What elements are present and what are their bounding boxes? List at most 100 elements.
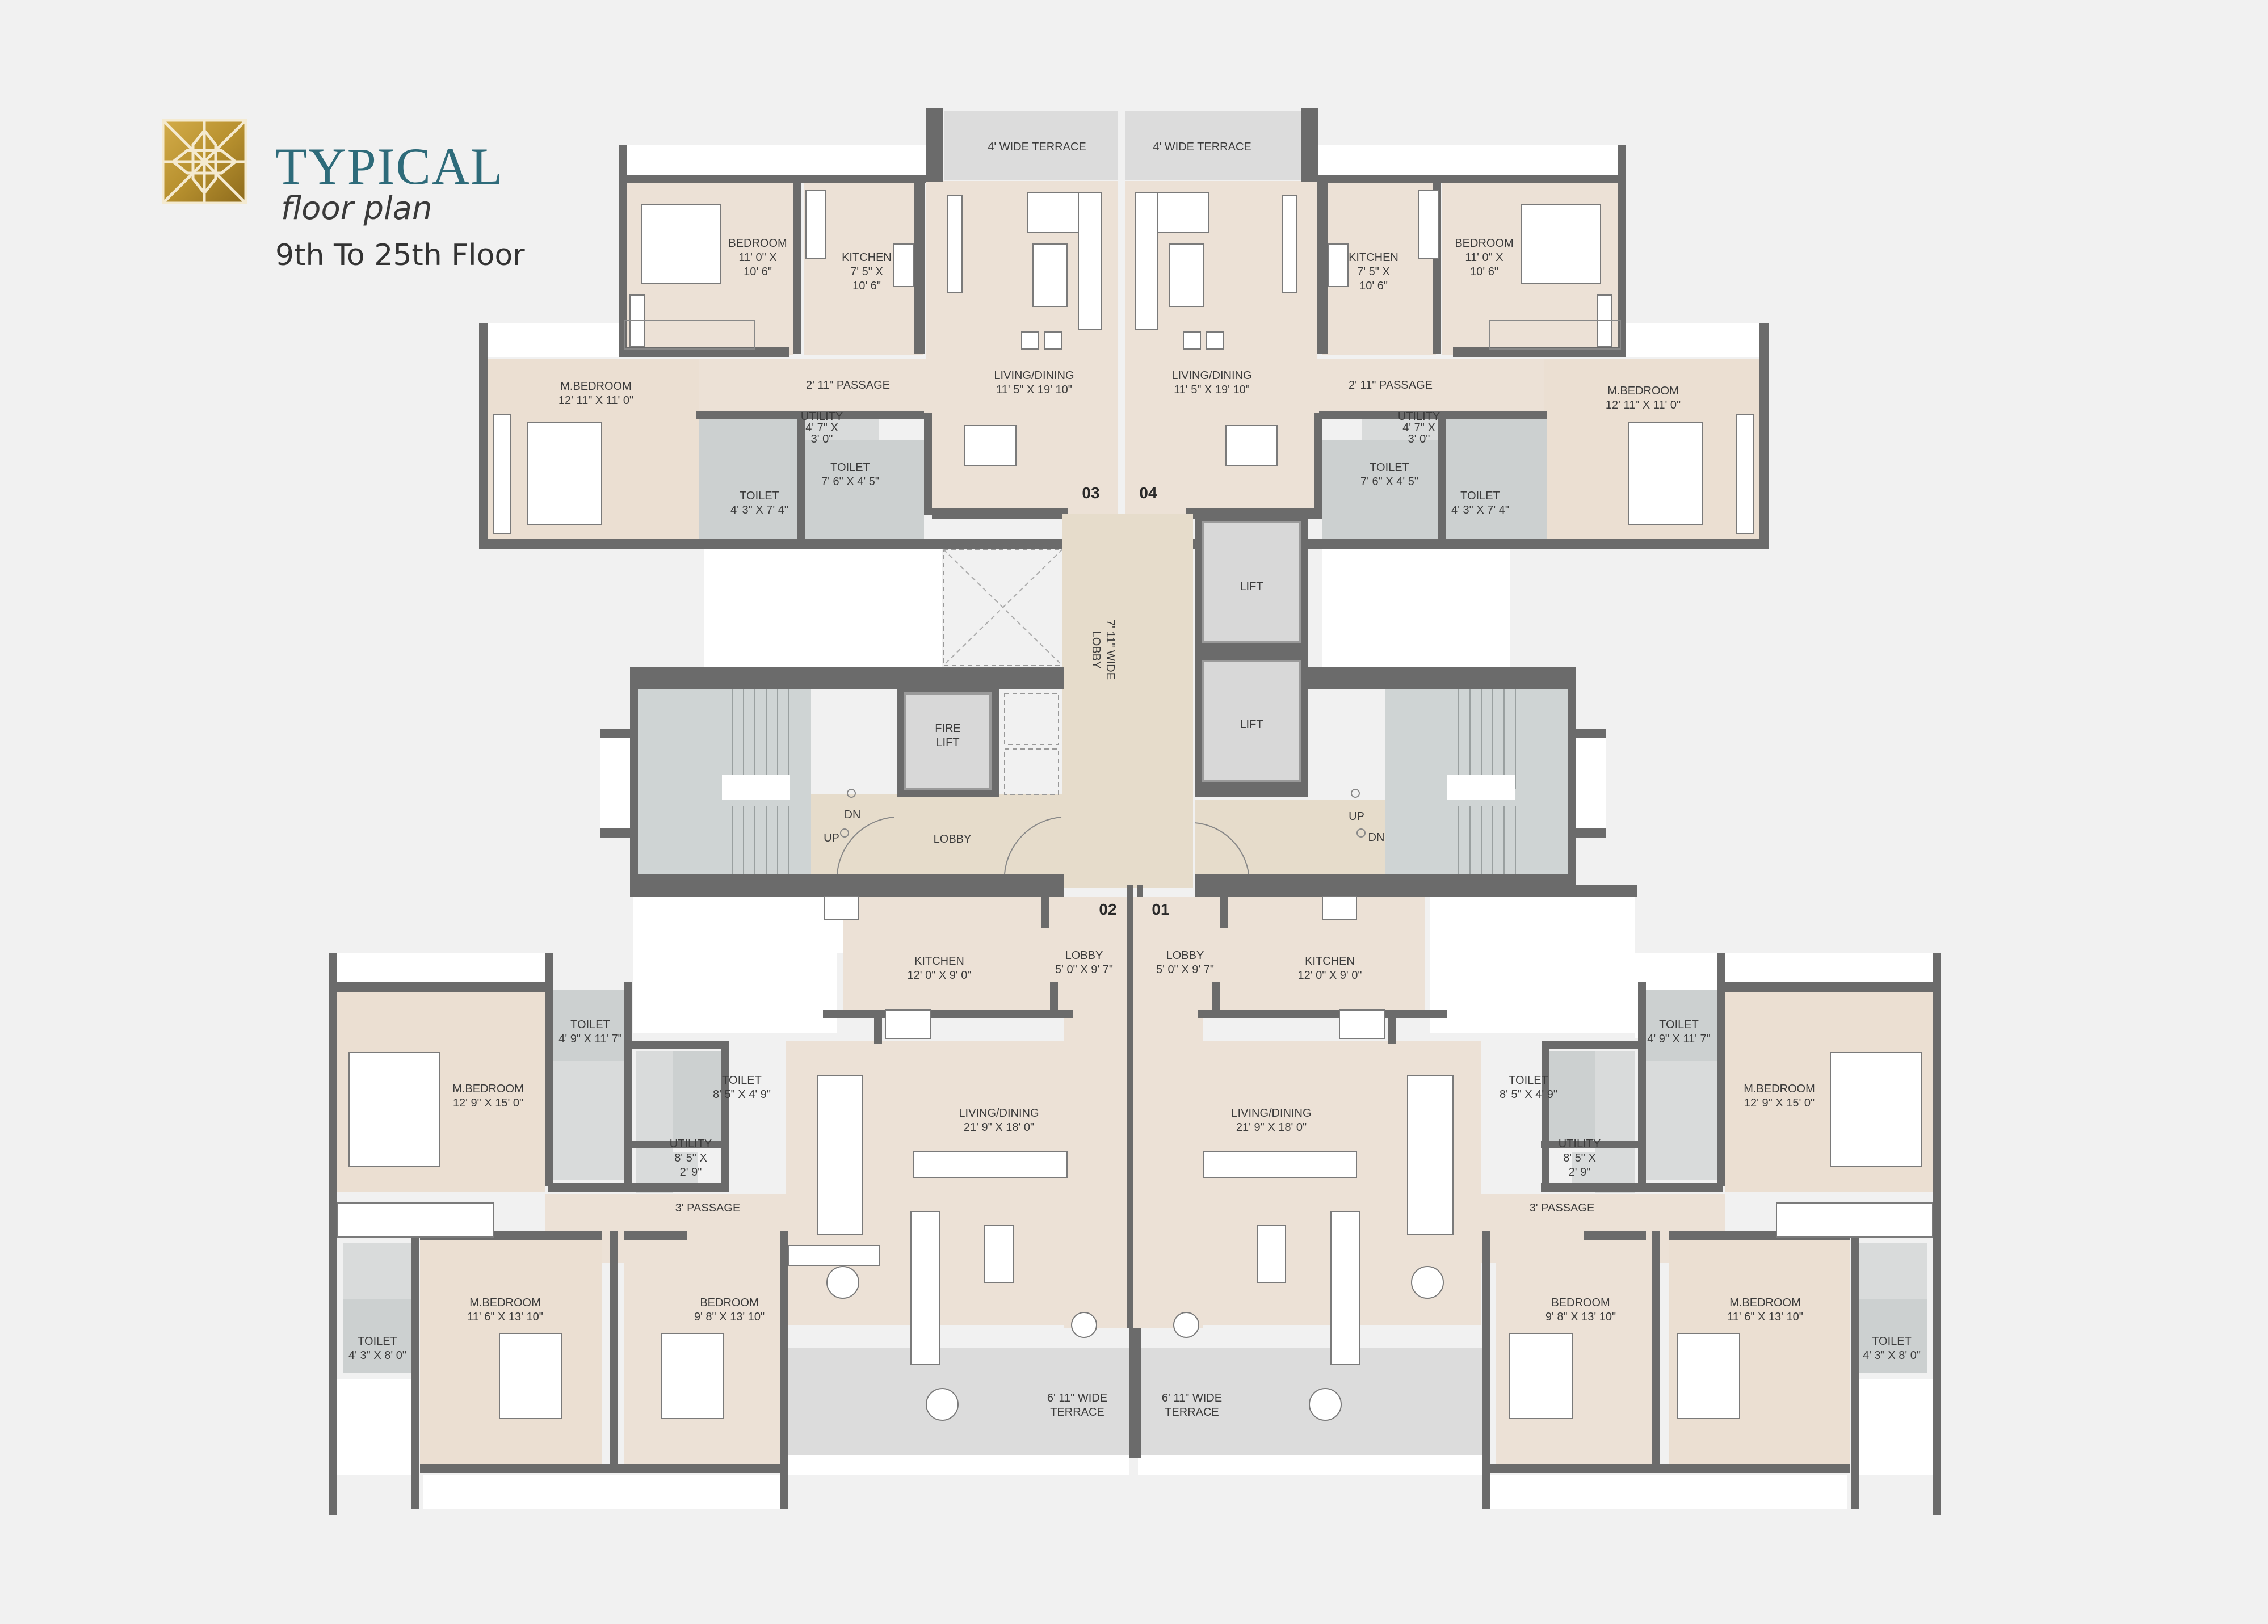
- toilet-01c-name: TOILET: [1872, 1335, 1912, 1348]
- lift-1: [1202, 521, 1301, 643]
- lift-1-label: LIFT: [1240, 580, 1263, 593]
- toilet-03b-dim: 4' 3" X 7' 4": [730, 504, 788, 516]
- toilet-03a-name: TOILET: [830, 461, 870, 474]
- bedroom-04-dim1: 11' 0" X: [1465, 251, 1503, 264]
- mbedroom-02b-name: M.BEDROOM: [469, 1297, 541, 1309]
- utility-03-name: UTILITY: [801, 410, 843, 423]
- toilet-03a-dim: 7' 6" X 4' 5": [821, 476, 879, 488]
- utility-01-name: UTILITY: [1559, 1138, 1601, 1150]
- passage-04: 2' 11" PASSAGE: [1349, 379, 1433, 392]
- kitchen-04-dim2: 10' 6": [1359, 280, 1388, 292]
- terrace-04-label: 4' WIDE TERRACE: [1153, 141, 1251, 153]
- unit-number-01: 01: [1152, 901, 1169, 918]
- stair-right-up: UP: [1349, 810, 1364, 823]
- fire-lift: [904, 692, 992, 790]
- terrace-01-line1: 6' 11" WIDE: [1162, 1392, 1222, 1404]
- floor-range: 9th To 25th Floor: [275, 238, 525, 272]
- terrace-03: [944, 111, 1118, 180]
- utility-04-dim2: 3' 0": [1408, 433, 1430, 445]
- fire-lift-line1: FIRE: [935, 722, 961, 735]
- living-01-name: LIVING/DINING: [1231, 1107, 1311, 1120]
- lobby-01-name: LOBBY: [1166, 949, 1204, 962]
- toilet-02c-name: TOILET: [358, 1335, 397, 1348]
- mbedroom-03-dim: 12' 11" X 11' 0": [558, 394, 633, 407]
- main-lobby-line1: 7' 11" WIDE: [1104, 620, 1116, 680]
- mbedroom-01b-dim: 11' 6" X 13' 10": [1727, 1311, 1803, 1323]
- stair-left-dn: DN: [845, 809, 861, 821]
- toilet-02a-dim: 4' 9" X 11' 7": [558, 1033, 622, 1045]
- passage-02: 3' PASSAGE: [675, 1202, 741, 1214]
- mbedroom-04-dim: 12' 11" X 11' 0": [1606, 399, 1681, 411]
- living-01-dim: 21' 9" X 18' 0": [1236, 1121, 1307, 1134]
- mbedroom-02a-dim: 12' 9" X 15' 0": [453, 1097, 523, 1109]
- toilet-03b-name: TOILET: [740, 490, 779, 502]
- terrace-01-line2: TERRACE: [1165, 1406, 1219, 1419]
- kitchen-03-dim1: 7' 5" X: [850, 266, 883, 278]
- toilet-01a-name: TOILET: [1659, 1019, 1699, 1031]
- toilet-01a-dim: 4' 9" X 11' 7": [1647, 1033, 1711, 1045]
- mbedroom-04-name: M.BEDROOM: [1607, 385, 1679, 397]
- passage-01: 3' PASSAGE: [1530, 1202, 1595, 1214]
- kitchen-01-dim: 12' 0" X 9' 0": [1297, 969, 1362, 982]
- lift-2: [1202, 660, 1301, 782]
- unit-number-02: 02: [1099, 901, 1116, 918]
- lobby-01-dim: 5' 0" X 9' 7": [1156, 964, 1214, 976]
- page-subtitle: floor plan: [281, 190, 432, 227]
- toilet-02a-name: TOILET: [570, 1019, 610, 1031]
- fire-lift-line2: LIFT: [936, 737, 959, 749]
- kitchen-02-name: KITCHEN: [914, 955, 964, 967]
- living-02-name: LIVING/DINING: [959, 1107, 1039, 1120]
- utility-02-dim1: 8' 5" X: [674, 1152, 707, 1164]
- lobby-02-name: LOBBY: [1065, 949, 1103, 962]
- bedroom-01-name: BEDROOM: [1551, 1297, 1610, 1309]
- mbedroom-01a-dim: 12' 9" X 15' 0": [1744, 1097, 1815, 1109]
- main-lobby-line2: LOBBY: [1090, 631, 1102, 669]
- terrace-04: [1125, 111, 1301, 180]
- mbedroom-02a-name: M.BEDROOM: [452, 1083, 524, 1095]
- gold-geometric-logo-icon: [162, 119, 247, 204]
- bedroom-01-dim: 9' 8" X 13' 10": [1545, 1311, 1616, 1323]
- bedroom-04-name: BEDROOM: [1455, 237, 1513, 250]
- main-lobby: [1062, 514, 1193, 888]
- lift-2-label: LIFT: [1240, 718, 1263, 731]
- utility-01-dim1: 8' 5" X: [1563, 1152, 1596, 1164]
- bedroom-02-name: BEDROOM: [700, 1297, 758, 1309]
- unit-number-03: 03: [1082, 484, 1099, 502]
- toilet-01b-dim: 8' 5" X 4' 9": [1500, 1088, 1557, 1101]
- living-03-dim: 11' 5" X 19' 10": [996, 384, 1072, 396]
- terrace-02-line2: TERRACE: [1050, 1406, 1104, 1419]
- utility-01-dim2: 2' 9": [1569, 1166, 1591, 1179]
- toilet-04a-name: TOILET: [1370, 461, 1409, 474]
- unit-01: KITCHEN 12' 0" X 9' 0" LOBBY 5' 0" X 9' …: [1127, 885, 1941, 1515]
- stair-left-up: UP: [824, 832, 839, 844]
- bedroom-03-dim2: 10' 6": [744, 266, 772, 278]
- toilet-04b-name: TOILET: [1460, 490, 1500, 502]
- utility-03-dim2: 3' 0": [811, 433, 833, 445]
- toilet-04a-dim: 7' 6" X 4' 5": [1360, 476, 1418, 488]
- toilet-02b-dim: 8' 5" X 4' 9": [713, 1088, 771, 1101]
- unit-number-04: 04: [1139, 484, 1157, 502]
- utility-02-dim2: 2' 9": [680, 1166, 702, 1179]
- toilet-04b-dim: 4' 3" X 7' 4": [1451, 504, 1509, 516]
- passage-03: 2' 11" PASSAGE: [806, 379, 890, 392]
- lobby-02-dim: 5' 0" X 9' 7": [1055, 964, 1113, 976]
- page-title: TYPICAL: [275, 137, 504, 195]
- utility-03-dim1: 4' 7" X: [805, 422, 838, 434]
- bedroom-03-dim1: 11' 0" X: [738, 251, 776, 264]
- utility-04-name: UTILITY: [1398, 410, 1440, 423]
- mbedroom-01a-name: M.BEDROOM: [1744, 1083, 1815, 1095]
- kitchen-04-name: KITCHEN: [1349, 251, 1398, 264]
- bedroom-03-name: BEDROOM: [728, 237, 787, 250]
- toilet-02c-dim: 4' 3" X 8' 0": [348, 1349, 406, 1362]
- kitchen-02-dim: 12' 0" X 9' 0": [907, 969, 971, 982]
- mbedroom-02b-dim: 11' 6" X 13' 10": [467, 1311, 543, 1323]
- kitchen-04-dim1: 7' 5" X: [1357, 266, 1390, 278]
- unit-03: BEDROOM 11' 0" X 10' 6" KITCHEN 7' 5" X …: [479, 108, 1118, 549]
- bedroom-02-dim: 9' 8" X 13' 10": [694, 1311, 765, 1323]
- living-02-dim: 21' 9" X 18' 0": [964, 1121, 1034, 1134]
- kitchen-01-name: KITCHEN: [1305, 955, 1355, 967]
- unit-02: KITCHEN 12' 0" X 9' 0" LOBBY 5' 0" X 9' …: [329, 885, 1143, 1515]
- living-04-dim: 11' 5" X 19' 10": [1174, 384, 1250, 396]
- bedroom-04-dim2: 10' 6": [1470, 266, 1498, 278]
